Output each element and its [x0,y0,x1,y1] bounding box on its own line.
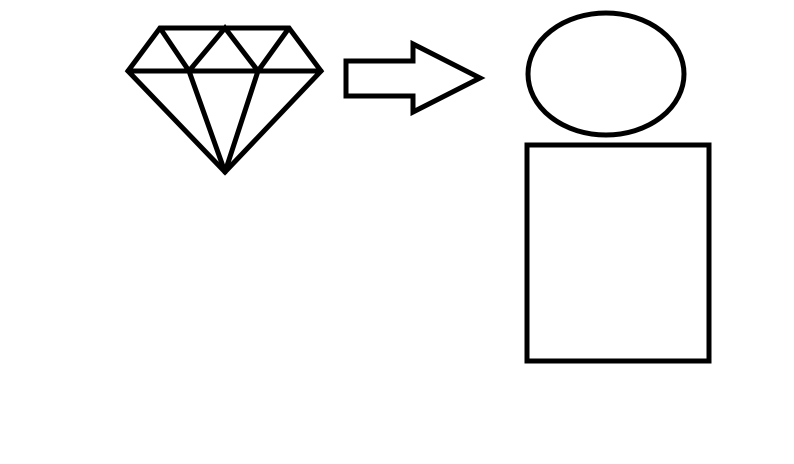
diamond-pavilion-facet-left [186,68,228,175]
rectangle-outline [524,142,712,364]
diamond-crown-facets [157,24,292,76]
diamond-icon [124,24,325,176]
ellipse-outline [525,10,687,138]
diamond-outline [124,25,325,176]
right-arrow [343,39,486,117]
head-ellipse [525,10,687,138]
diamond-pavilion-facet-right [222,68,261,175]
body-rectangle [524,142,712,364]
arrow-outline [343,39,486,117]
